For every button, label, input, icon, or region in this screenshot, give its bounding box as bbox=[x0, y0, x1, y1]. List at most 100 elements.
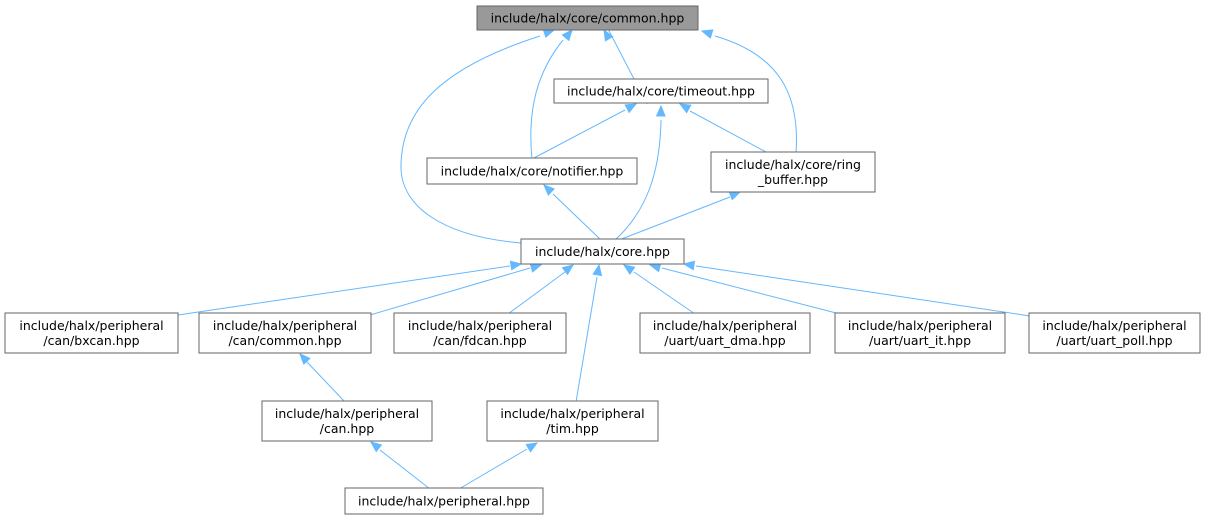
edge-line bbox=[458, 448, 528, 490]
edge-arrowhead bbox=[682, 260, 696, 271]
nodes-layer: include/halx/core/common.hpp include/halx… bbox=[4, 5, 1201, 515]
edge-line bbox=[614, 119, 662, 241]
edge-line bbox=[530, 39, 564, 160]
edge-line bbox=[507, 271, 566, 315]
edge-arrowhead bbox=[622, 264, 636, 276]
node-box[interactable] bbox=[1028, 312, 1201, 354]
edge-line bbox=[695, 265, 1031, 317]
node-box[interactable] bbox=[553, 78, 769, 104]
node-peripheral[interactable]: include/halx/peripheral.hpp bbox=[344, 487, 544, 515]
node-label: include/halx/peripheral bbox=[500, 406, 644, 421]
node-label: /can/bxcan.hpp bbox=[43, 333, 139, 348]
node-box[interactable] bbox=[344, 487, 544, 515]
edge-notifier-to-common bbox=[530, 29, 573, 160]
edge-core-to-timeout bbox=[614, 104, 666, 241]
edge-tim-to-core bbox=[575, 263, 603, 403]
edge-line bbox=[552, 193, 602, 241]
node-label: /can.hpp bbox=[320, 421, 374, 436]
edge-arrowhead bbox=[603, 28, 614, 42]
node-box[interactable] bbox=[198, 312, 372, 354]
edge-line bbox=[306, 361, 346, 403]
node-can-common[interactable]: include/halx/peripheral/can/common.hpp bbox=[198, 312, 372, 354]
node-box[interactable] bbox=[476, 5, 699, 31]
node-label: /tim.hpp bbox=[546, 421, 599, 436]
node-box[interactable] bbox=[520, 238, 685, 265]
node-box[interactable] bbox=[4, 312, 179, 354]
node-timeout[interactable]: include/halx/core/timeout.hpp bbox=[553, 78, 769, 104]
node-can[interactable]: include/halx/peripheral/can.hpp bbox=[261, 400, 433, 442]
node-label: include/halx/peripheral bbox=[848, 318, 992, 333]
edge-notifier-to-timeout bbox=[531, 103, 638, 160]
node-common[interactable]: include/halx/core/common.hpp bbox=[476, 5, 699, 31]
node-label: include/halx/core/ring bbox=[725, 157, 861, 172]
node-box[interactable] bbox=[486, 400, 659, 442]
node-fdcan[interactable]: include/halx/peripheral/can/fdcan.hpp bbox=[393, 312, 567, 354]
node-label: include/halx/peripheral.hpp bbox=[358, 494, 530, 509]
edge-arrowhead bbox=[509, 260, 523, 271]
edge-uart_it-to-core bbox=[648, 262, 841, 315]
edge-line bbox=[531, 109, 626, 160]
edge-uart_dma-to-core bbox=[622, 264, 696, 315]
node-uart-poll[interactable]: include/halx/peripheral/uart/uart_poll.h… bbox=[1028, 312, 1201, 354]
node-label: include/halx/core.hpp bbox=[535, 244, 670, 259]
node-label: /uart/uart_dma.hpp bbox=[664, 333, 786, 348]
node-label: _buffer.hpp bbox=[757, 172, 828, 187]
edge-can-to-can_common bbox=[299, 353, 346, 403]
edge-arrowhead bbox=[299, 353, 311, 366]
node-label: include/halx/peripheral bbox=[19, 318, 163, 333]
node-label: include/halx/core/timeout.hpp bbox=[567, 84, 755, 99]
edge-line bbox=[661, 267, 841, 315]
edge-arrowhead bbox=[561, 264, 575, 276]
edge-can_common-to-core bbox=[369, 263, 543, 316]
node-label: /can/common.hpp bbox=[228, 333, 341, 348]
edge-arrowhead bbox=[543, 184, 555, 196]
edge-line bbox=[689, 110, 767, 153]
node-uart-dma[interactable]: include/halx/peripheral/uart/uart_dma.hp… bbox=[639, 312, 811, 354]
edge-line bbox=[369, 267, 531, 316]
node-bxcan[interactable]: include/halx/peripheral/can/bxcan.hpp bbox=[4, 312, 179, 354]
edge-arrowhead bbox=[624, 103, 638, 114]
edge-arrowhead bbox=[525, 442, 539, 453]
edge-ring_buffer-to-common bbox=[700, 29, 797, 154]
node-label: include/halx/peripheral bbox=[213, 318, 357, 333]
edge-line bbox=[633, 271, 696, 315]
edge-arrowhead bbox=[592, 263, 603, 277]
edge-line bbox=[379, 449, 431, 490]
edge-arrowhead bbox=[369, 441, 383, 453]
edge-peripheral-to-can bbox=[369, 441, 431, 490]
node-label: include/halx/peripheral bbox=[653, 318, 797, 333]
edge-fdcan-to-core bbox=[507, 264, 575, 315]
node-label: include/halx/peripheral bbox=[275, 406, 419, 421]
node-label: include/halx/peripheral bbox=[408, 318, 552, 333]
edge-uart_poll-to-core bbox=[682, 260, 1031, 317]
edge-peripheral-to-tim bbox=[458, 442, 539, 490]
edge-arrowhead bbox=[648, 262, 662, 273]
node-ring-buffer[interactable]: include/halx/core/ring_buffer.hpp bbox=[710, 151, 876, 193]
edge-core-to-notifier bbox=[543, 184, 602, 241]
node-box[interactable] bbox=[261, 400, 433, 442]
node-label: include/halx/core/notifier.hpp bbox=[441, 164, 624, 179]
edge-line bbox=[400, 35, 541, 244]
node-uart-it[interactable]: include/halx/peripheral/uart/uart_it.hpp bbox=[834, 312, 1006, 354]
edge-ring_buffer-to-timeout bbox=[678, 103, 767, 153]
node-label: /uart/uart_it.hpp bbox=[869, 333, 971, 348]
edge-bxcan-to-core bbox=[177, 260, 523, 316]
node-box[interactable] bbox=[393, 312, 567, 354]
edge-arrowhead bbox=[728, 191, 742, 201]
node-label: include/halx/core/common.hpp bbox=[491, 11, 685, 26]
node-box[interactable] bbox=[639, 312, 811, 354]
node-label: /uart/uart_poll.hpp bbox=[1056, 333, 1172, 348]
node-core[interactable]: include/halx/core.hpp bbox=[520, 238, 685, 265]
node-box[interactable] bbox=[426, 157, 638, 185]
edge-core-to-ring_buffer bbox=[618, 191, 742, 241]
edge-arrowhead bbox=[678, 103, 692, 114]
node-tim[interactable]: include/halx/peripheral/tim.hpp bbox=[486, 400, 659, 442]
node-box[interactable] bbox=[834, 312, 1006, 354]
node-label: include/halx/peripheral bbox=[1042, 318, 1186, 333]
edge-arrowhead bbox=[700, 29, 714, 39]
edge-line bbox=[575, 276, 598, 403]
node-notifier[interactable]: include/halx/core/notifier.hpp bbox=[426, 157, 638, 185]
node-box[interactable] bbox=[710, 151, 876, 193]
edge-line bbox=[177, 265, 511, 316]
